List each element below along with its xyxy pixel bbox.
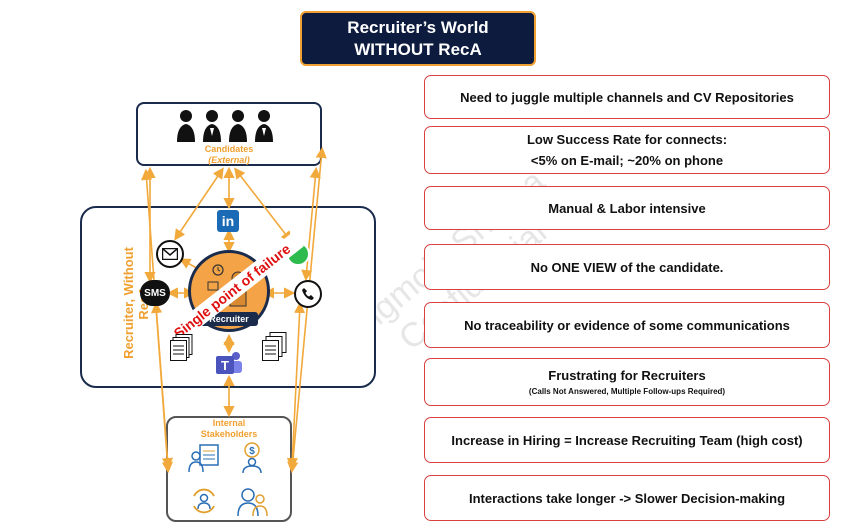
teams-icon: T	[216, 352, 242, 374]
svg-text:$: $	[249, 446, 255, 457]
phone-icon	[294, 280, 322, 308]
pain-point-7: Increase in Hiring = Increase Recruiting…	[424, 417, 830, 463]
sms-icon: SMS	[140, 280, 170, 306]
page-title: Recruiter’s World WITHOUT RecA	[300, 11, 536, 66]
svg-text:T: T	[221, 358, 229, 373]
pain-point-8: Interactions take longer -> Slower Decis…	[424, 475, 830, 521]
email-icon	[156, 240, 184, 268]
arrow-cand-stakeholders-right	[287, 146, 327, 474]
candidates-sub-label: (External)	[208, 155, 250, 165]
pain-point-6: Frustrating for Recruiters (Calls Not An…	[424, 358, 830, 406]
arrow-phone-stakeholders	[286, 301, 306, 470]
pain-point-2: Low Success Rate for connects: <5% on E-…	[424, 126, 830, 174]
stakeholders-label-1: Internal	[212, 418, 246, 428]
title-line-1: Recruiter’s World	[347, 17, 489, 37]
arrow-cand-stakeholders-left	[141, 168, 173, 474]
finance-icon: $	[242, 442, 262, 474]
title-line-2: WITHOUT RecA	[354, 39, 482, 59]
pain-point-1: Need to juggle multiple channels and CV …	[424, 75, 830, 119]
team-lead-icon	[237, 488, 268, 517]
hiring-manager-icon	[188, 444, 219, 473]
stakeholders-label-2: Stakeholders	[200, 429, 258, 439]
stakeholders-box	[166, 416, 292, 522]
pain-point-3: Manual & Labor intensive	[424, 186, 830, 230]
documents-icon-right	[262, 332, 287, 361]
pain-point-4: No ONE VIEW of the candidate.	[424, 244, 830, 290]
candidates-label: Candidates	[204, 144, 254, 154]
candidates-icon	[177, 110, 273, 142]
arrow-cand-whatsapp	[234, 167, 292, 243]
linkedin-icon: in	[217, 210, 239, 232]
pain-point-5: No traceability or evidence of some comm…	[424, 302, 830, 348]
arrow-cand-email	[174, 167, 224, 241]
documents-icon-left	[170, 334, 193, 361]
hr-cycle-icon	[193, 488, 215, 514]
